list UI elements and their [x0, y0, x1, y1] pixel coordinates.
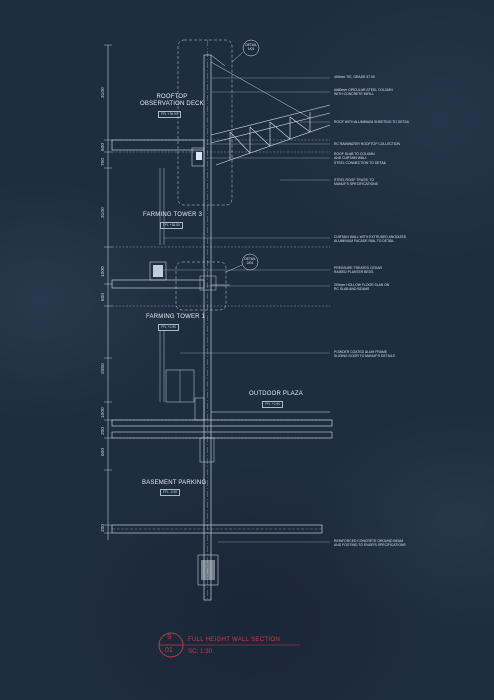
annotation-note: RC RAINWATER ROOFTOP COLLECTION: [334, 142, 400, 146]
zone-label-rooftop: ROOFTOP OBSERVATION DECK: [140, 94, 204, 107]
annotation-note: ##80mm CIRCULAR STEEL COLUMN WITH CONCRE…: [334, 88, 393, 97]
zone-label-tower-1: FARMING TOWER 1: [146, 314, 206, 320]
annotation-note: REINFORCED CONCRETE GROUND BEAM AND FOOT…: [334, 539, 406, 548]
annotation-note: PRESSURE TREATED CEDAR RAISED PLANTER BE…: [334, 266, 382, 275]
roof-truss: [210, 104, 331, 166]
drawing-title: FULL HEIGHT WALL SECTION: [188, 636, 281, 643]
annotation-note: 400mm TIE, GRADE 57.50: [334, 75, 375, 79]
annotation-note: STEEL ROOF TRUSS, TO MANUF'S SPECIFICATI…: [334, 178, 378, 187]
floor-slab: [111, 279, 205, 289]
level-tag-tower-1: FFL +0.90: [158, 324, 179, 331]
detail-callout-circle-2: [241, 253, 259, 271]
title-badge-bottom: 01: [165, 647, 173, 654]
annotation-note: CURTAIN WALL WITH EXTRUDED ANODIZED ALUM…: [334, 235, 407, 244]
roof-slab: [111, 139, 205, 151]
title-badge-top: S: [167, 634, 172, 641]
ground-slab: [111, 419, 333, 427]
detail-boundary-1: [177, 39, 233, 206]
detail-callout-circle-1: [242, 39, 260, 57]
annotation-leaders: [160, 77, 330, 543]
annotation-note: POWDER COATED ALUM FRAME SLIDING DOOR TO…: [334, 350, 395, 359]
annotation-note: 200mm HOLLOW FLOOR SLAB ON RC SLAB AND B…: [334, 283, 390, 292]
level-tag-rooftop: FFL +39.90: [158, 111, 181, 118]
detail-callout-text-2: DETAIL 2/01: [244, 257, 256, 265]
level-tag-plaza: FFL +0.90: [262, 401, 283, 408]
zone-label-tower-3: FARMING TOWER 3: [143, 212, 203, 218]
drawing-scale: SC: 1:30: [188, 648, 213, 655]
level-tag-tower-3: FFL +36.50: [160, 222, 183, 229]
zone-label-plaza: OUTDOOR PLAZA: [249, 391, 303, 397]
footing: [197, 554, 219, 586]
detail-callout-text-1: DETAIL 1/01: [245, 43, 257, 51]
zone-label-basement: BASEMENT PARKING: [142, 480, 207, 486]
annotation-note: ROOF WITH ALUMINIUM SHEETING TO DETAIL: [334, 120, 410, 124]
annotation-note: ROOF SLAB TO COLUMN AND CURTAIN WALL STE…: [334, 152, 387, 165]
level-tag-basement: FFL -3.90: [160, 489, 181, 496]
